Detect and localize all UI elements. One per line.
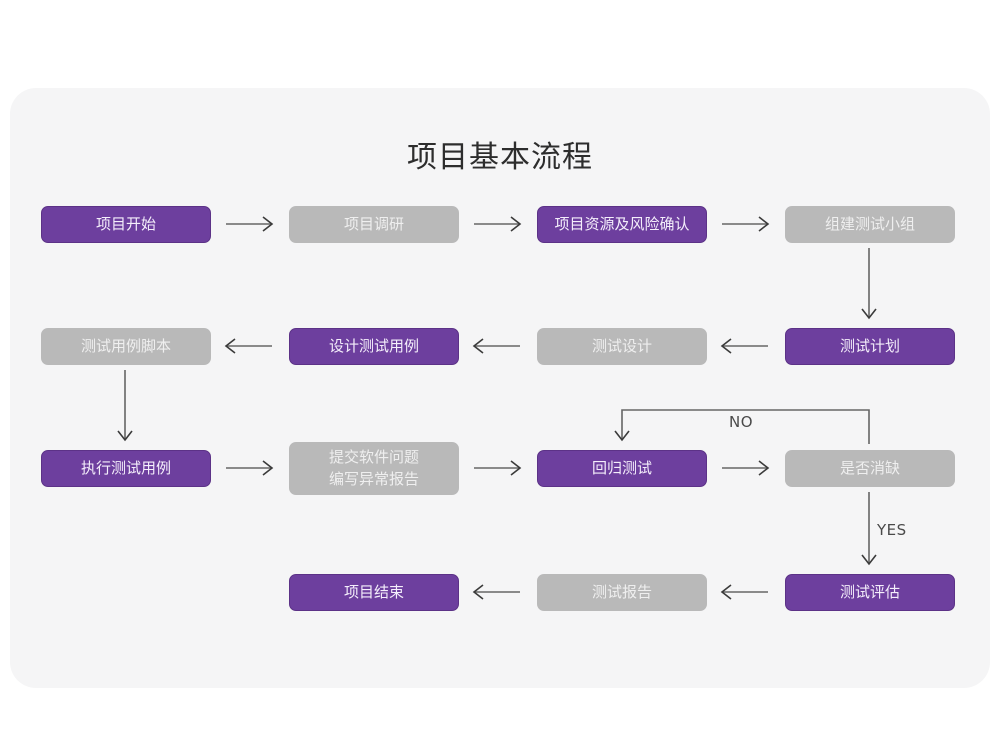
node-form-test-team[interactable]: 组建测试小组 bbox=[785, 206, 955, 243]
edge-label-no: NO bbox=[729, 413, 754, 431]
node-test-report[interactable]: 测试报告 bbox=[537, 574, 707, 611]
node-design-test-cases[interactable]: 设计测试用例 bbox=[289, 328, 459, 365]
node-test-case-script[interactable]: 测试用例脚本 bbox=[41, 328, 211, 365]
node-test-plan[interactable]: 测试计划 bbox=[785, 328, 955, 365]
node-project-end[interactable]: 项目结束 bbox=[289, 574, 459, 611]
node-test-design[interactable]: 测试设计 bbox=[537, 328, 707, 365]
node-submit-defect-report[interactable]: 提交软件问题 编写异常报告 bbox=[289, 442, 459, 495]
node-test-evaluation[interactable]: 测试评估 bbox=[785, 574, 955, 611]
edge-label-yes: YES bbox=[877, 521, 907, 539]
node-execute-test-cases[interactable]: 执行测试用例 bbox=[41, 450, 211, 487]
node-project-start[interactable]: 项目开始 bbox=[41, 206, 211, 243]
node-resource-risk-confirm[interactable]: 项目资源及风险确认 bbox=[537, 206, 707, 243]
node-project-research[interactable]: 项目调研 bbox=[289, 206, 459, 243]
node-regression-test[interactable]: 回归测试 bbox=[537, 450, 707, 487]
node-defect-resolved-decision[interactable]: 是否消缺 bbox=[785, 450, 955, 487]
page-title: 项目基本流程 bbox=[407, 140, 593, 175]
